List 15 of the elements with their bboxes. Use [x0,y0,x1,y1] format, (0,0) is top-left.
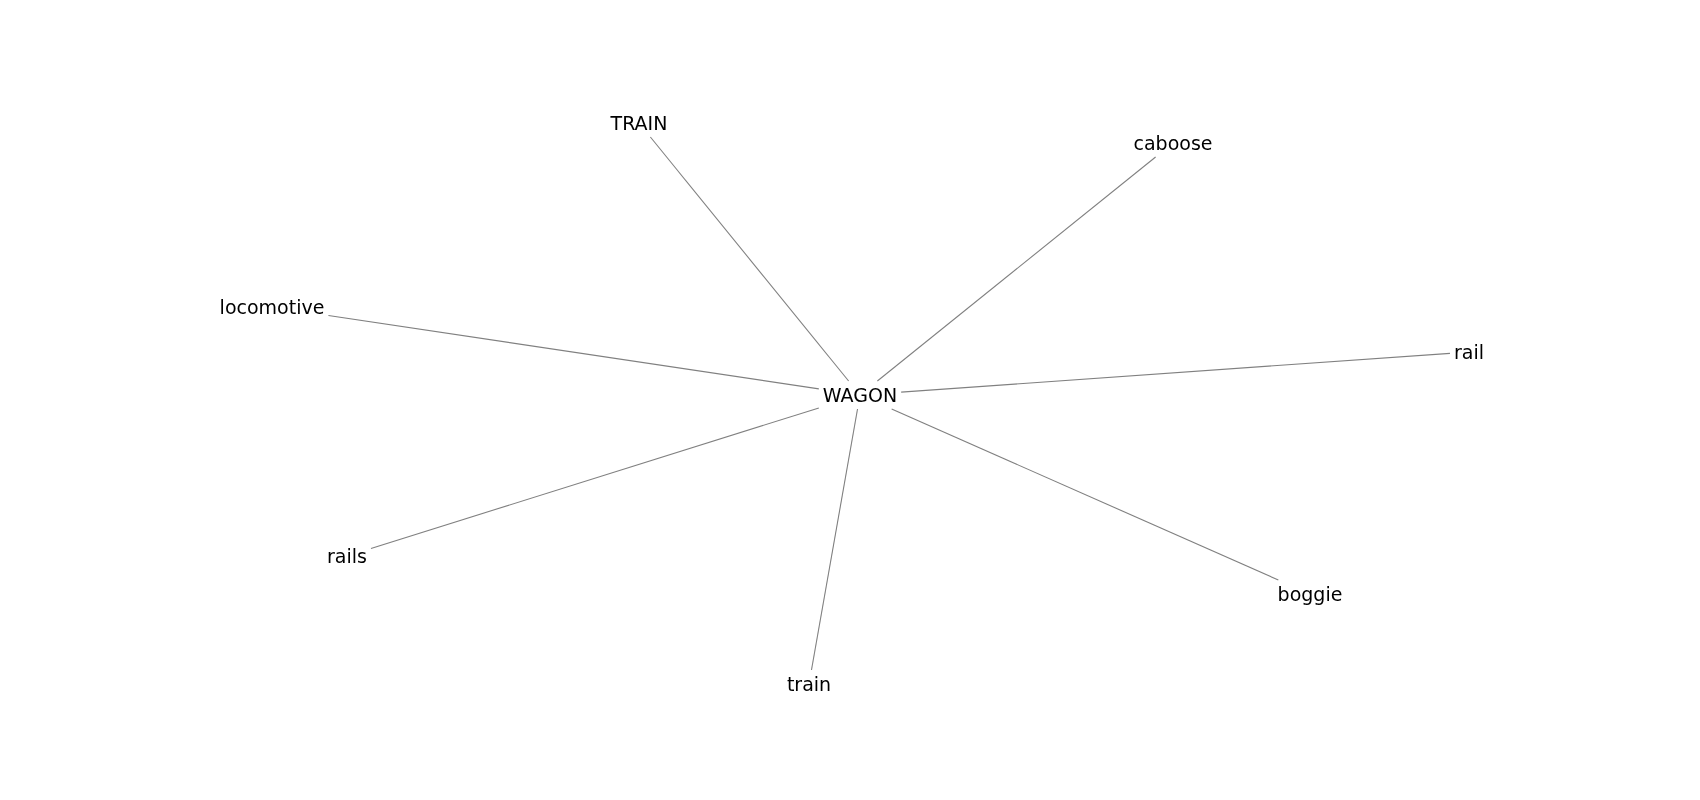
connector-line [810,408,859,671]
word-label: locomotive [217,295,327,319]
word-label: train [784,672,834,696]
word-label: rails [325,544,369,568]
word-label: caboose [1131,131,1215,155]
connector-line [370,407,820,550]
connector-line [327,314,820,390]
word-label: WAGON [820,383,900,407]
connector-line [649,136,850,382]
connector-line [891,408,1279,581]
word-label: TRAIN [608,111,670,135]
word-label: boggie [1275,582,1345,606]
connector-line [900,352,1451,393]
word-label: rail [1452,340,1486,364]
connector-line [876,156,1157,382]
